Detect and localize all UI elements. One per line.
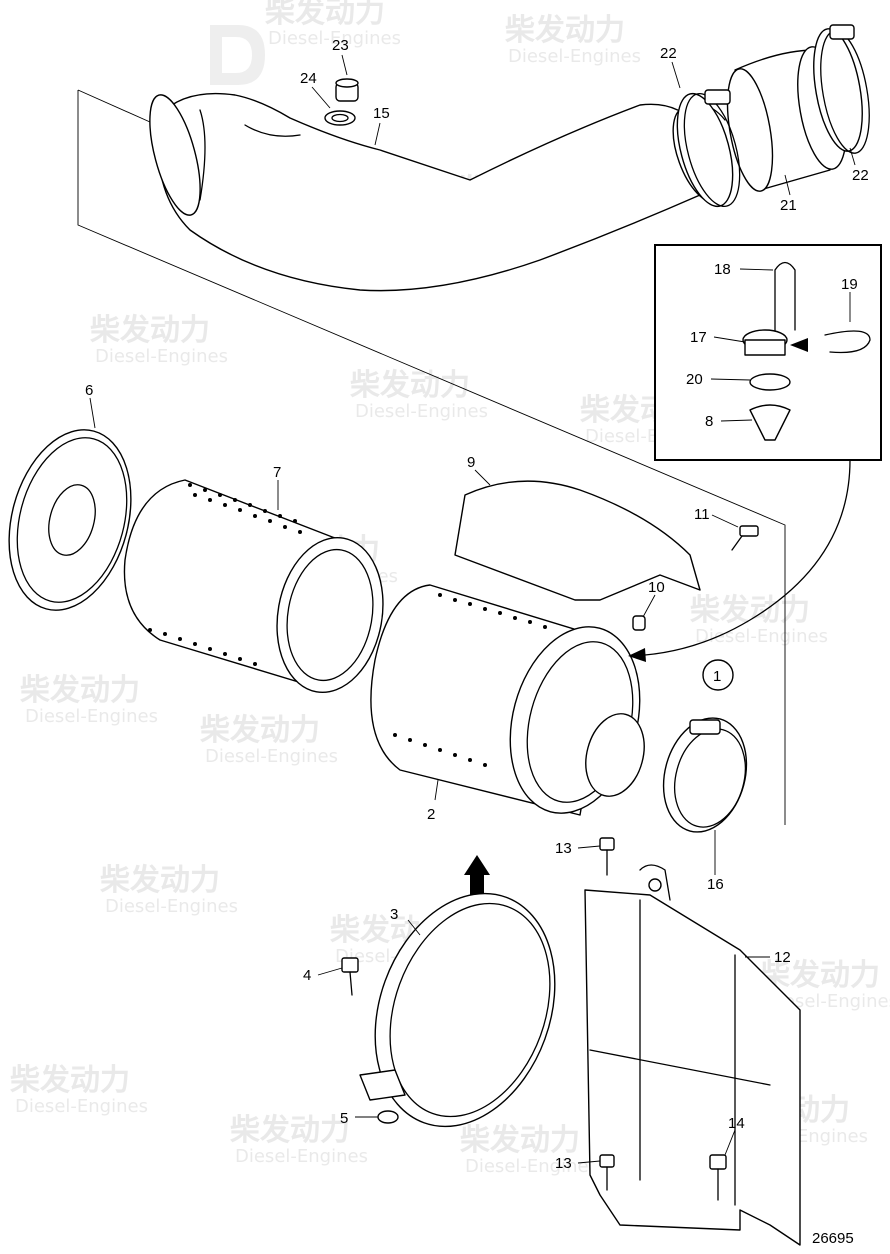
bolt-14 [709, 1154, 727, 1201]
clamp-22-right [813, 24, 870, 154]
callout-22-right: 22 [852, 167, 869, 184]
callout-5: 5 [340, 1110, 348, 1127]
detail-inset [654, 244, 882, 461]
watermark-brand: 柴发动力 [350, 368, 470, 403]
callout-8: 8 [705, 413, 713, 430]
callout-21: 21 [780, 197, 797, 214]
watermark-sub: Diesel-Engines [508, 46, 641, 67]
watermark-sub: Diesel-Engines [235, 1146, 368, 1167]
plug-23 [335, 78, 359, 102]
watermark-sub: Diesel-Engines [25, 706, 158, 727]
callout-7: 7 [273, 464, 281, 481]
callout-3: 3 [390, 906, 398, 923]
watermark-brand: 柴发动力 [10, 1063, 130, 1098]
watermark-brand: 柴发动力 [505, 13, 625, 48]
watermark-sub: Diesel-Engines [105, 896, 238, 917]
callout-17: 17 [690, 329, 707, 346]
bolt-4 [341, 957, 359, 996]
housing-perforations [393, 593, 547, 767]
detail-arrow-head [628, 648, 646, 662]
watermark-brand: 柴发动力 [690, 593, 810, 628]
watermark-brand: 柴发动力 [100, 863, 220, 898]
callout-12: 12 [774, 949, 791, 966]
filter-perforations [148, 483, 302, 666]
clamp-16 [662, 717, 748, 833]
watermark-brand: 柴发动力 [20, 673, 140, 708]
callout-11: 11 [694, 506, 710, 523]
seal-24 [324, 110, 356, 126]
watermark-brand: 柴发动力 [460, 1123, 580, 1158]
callout-15: 15 [373, 105, 390, 122]
leader-lines [89, 54, 856, 1164]
bracket-12 [584, 864, 801, 1246]
callout-22-left: 22 [660, 45, 677, 62]
detail-arrow [644, 459, 851, 656]
watermark-sub: Diesel-Engines [268, 28, 401, 49]
intake-pipe-15 [149, 92, 728, 292]
assembly-frame [77, 90, 786, 825]
callout-9: 9 [467, 454, 475, 471]
callout-10: 10 [648, 579, 665, 596]
callout-24: 24 [300, 70, 317, 87]
valve-10 [632, 615, 646, 631]
bolt-13-top [599, 837, 615, 876]
callout-16: 16 [707, 876, 724, 893]
strap-3 [359, 892, 556, 1128]
watermark-logo [210, 25, 265, 85]
callout-6: 6 [85, 382, 93, 399]
filter-element-7 [123, 479, 384, 694]
nut-5 [377, 1110, 399, 1124]
watermark-brand: 柴发动力 [230, 1113, 350, 1148]
filter-housing-2 [370, 584, 645, 816]
screw-11 [731, 525, 759, 551]
detail-marker-label: 1 [713, 668, 721, 685]
callout-13-bottom: 13 [555, 1155, 572, 1172]
assembly-frame-top [77, 89, 151, 123]
callout-19: 19 [841, 276, 858, 293]
callout-18: 18 [714, 261, 731, 278]
watermark-brand: 柴发动力 [760, 958, 880, 993]
watermark-sub: Diesel-Engines [465, 1156, 598, 1177]
callout-2: 2 [427, 806, 435, 823]
callout-20: 20 [686, 371, 703, 388]
watermark-sub: Diesel-Engines [95, 346, 228, 367]
watermark-sub: Diesel-Engines [355, 401, 488, 422]
detail-marker [702, 659, 734, 691]
end-cover-6 [8, 429, 132, 611]
callout-4: 4 [303, 967, 311, 984]
watermark-sub: Diesel-Engines [15, 1096, 148, 1117]
callout-labels: 2 3 4 5 6 7 8 9 10 11 12 13 13 14 15 16 … [85, 37, 869, 1172]
watermark-brand: 柴发动力 [200, 713, 320, 748]
callout-14: 14 [728, 1115, 745, 1132]
watermark-sub: Diesel-Engines [205, 746, 338, 767]
callout-13-top: 13 [555, 840, 572, 857]
shield-9 [454, 480, 701, 601]
watermark-brand: 柴发动力 [90, 313, 210, 348]
up-arrow [464, 855, 490, 895]
clamp-22-left [676, 89, 741, 208]
callout-23: 23 [332, 37, 349, 54]
drawing-number: 26695 [812, 1230, 854, 1247]
watermark-sub: Diesel-Engines [695, 626, 828, 647]
watermark-brand: 柴发动力 [265, 0, 385, 30]
